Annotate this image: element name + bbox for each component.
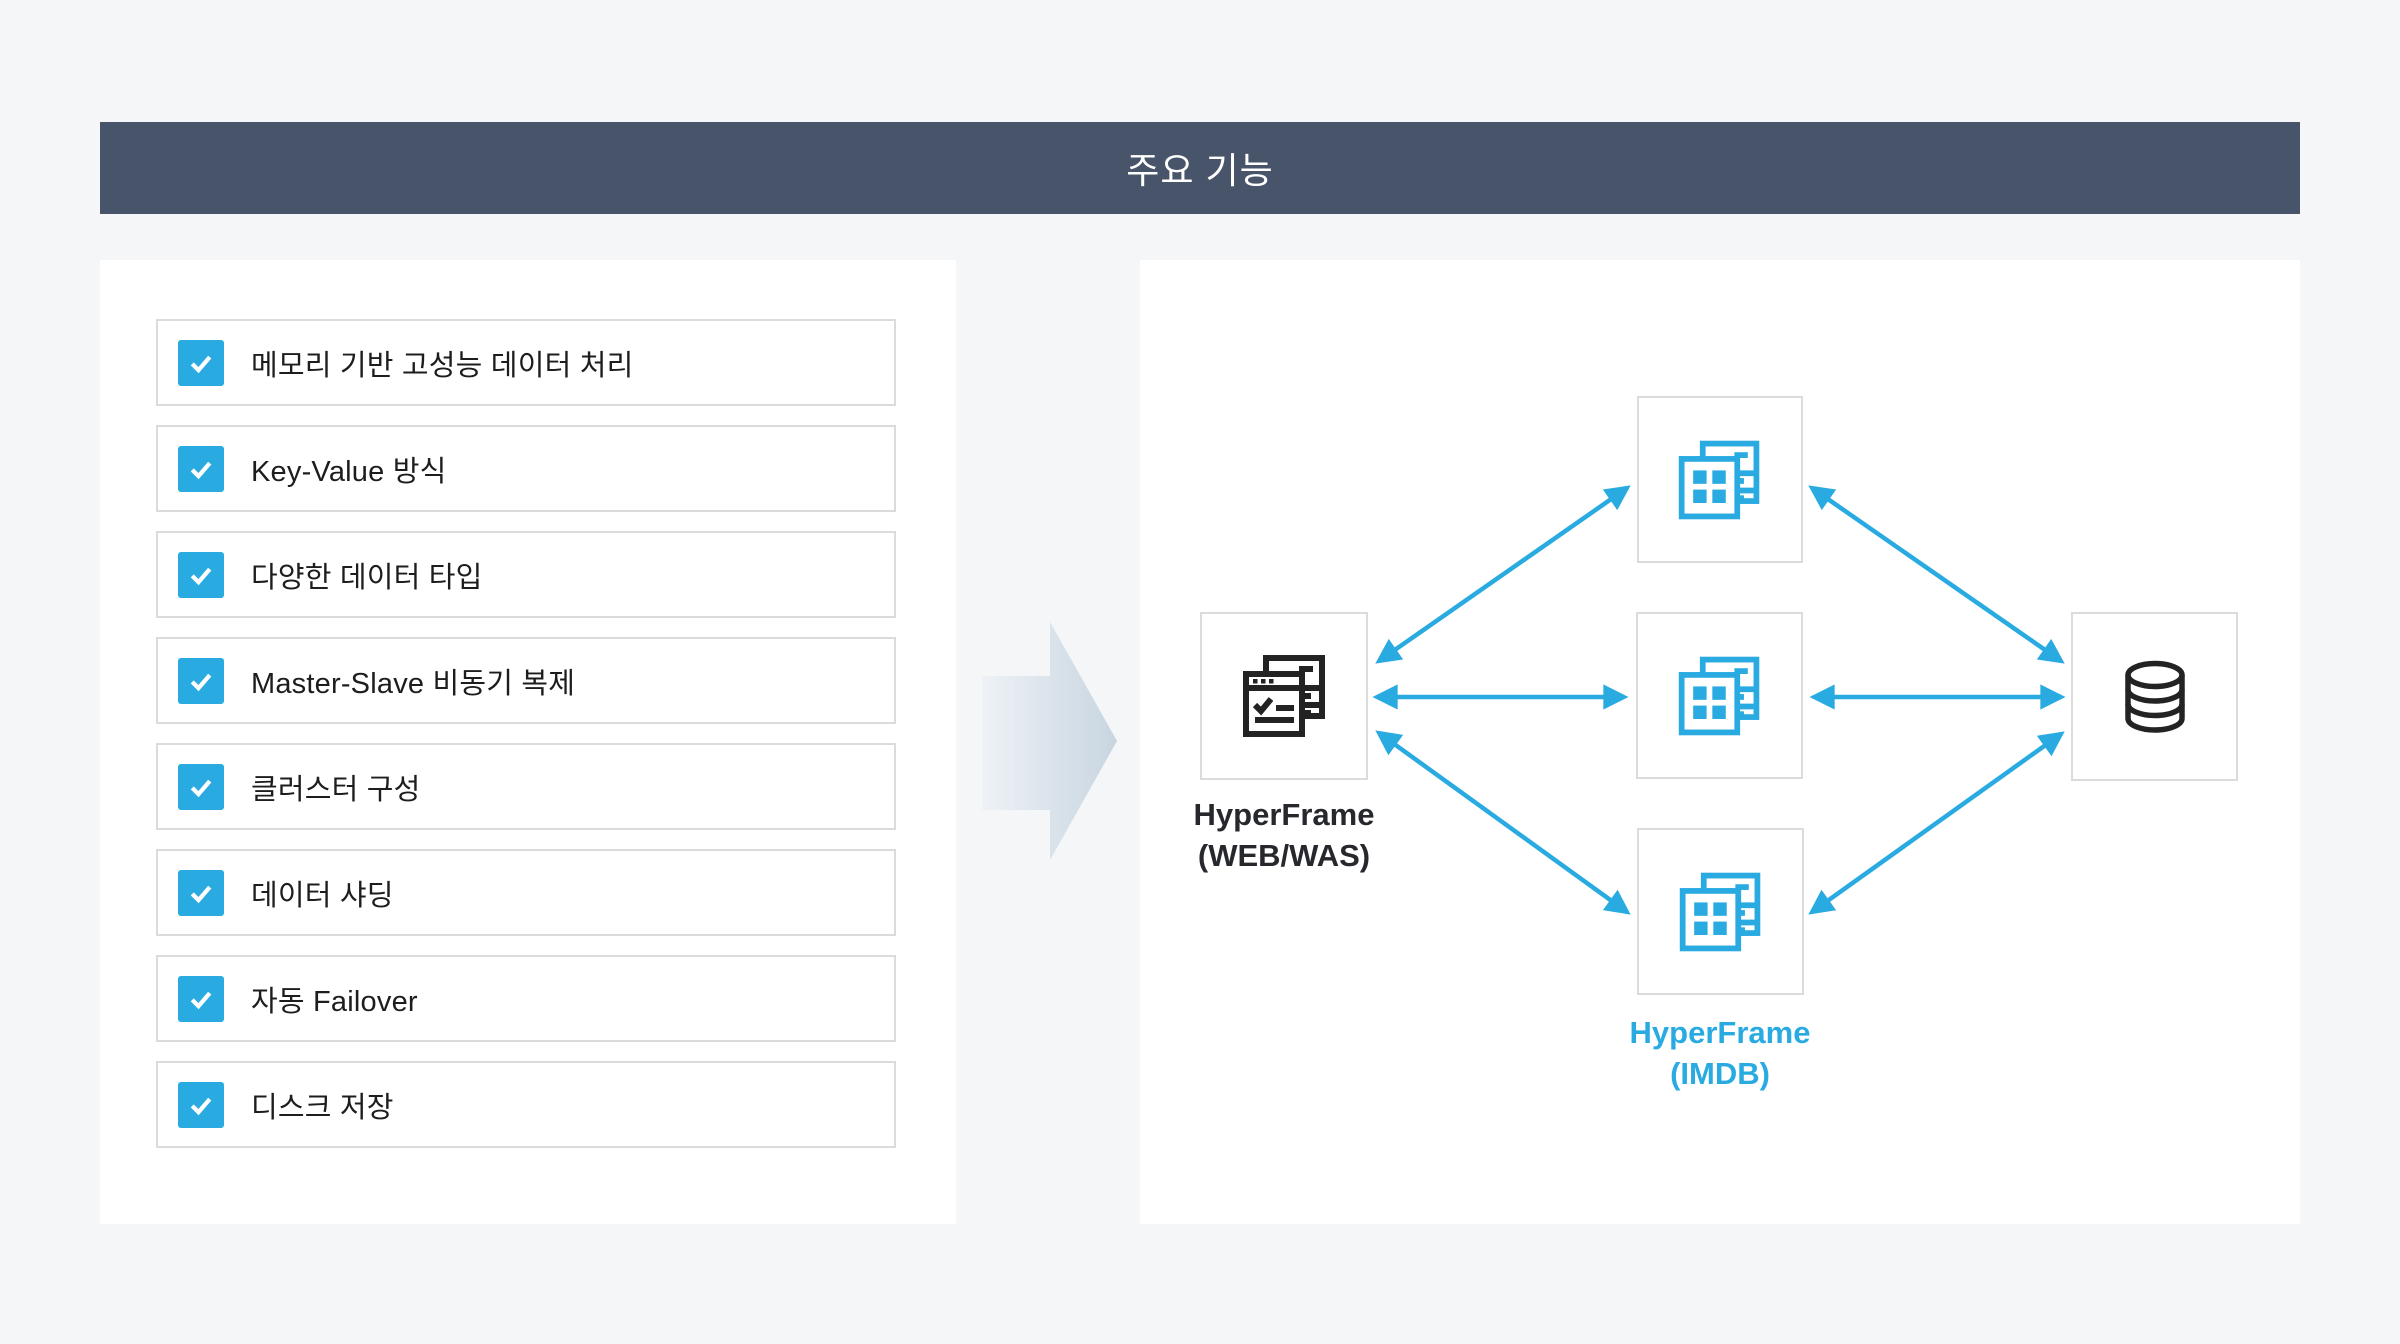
feature-item: 디스크 저장 [156,1061,896,1148]
arrow-imdb-bottom-db [1808,731,2065,915]
feature-label: 메모리 기반 고성능 데이터 처리 [251,349,634,382]
feature-label: 데이터 샤딩 [251,879,394,912]
check-icon [190,991,212,1009]
feature-item: 메모리 기반 고성능 데이터 처리 [156,319,896,406]
arrow-webwas-imdb-top [1375,485,1631,664]
diagram-panel: HyperFrame (WEB/WAS) [1140,260,2300,1224]
imdb-label-line2: (IMDB) [1670,1056,1770,1091]
checkbox-checked [178,1081,224,1128]
node-imdb-middle [1636,612,1803,779]
grid-windows-icon [1679,872,1760,951]
check-icon [190,461,212,479]
feature-list: 메모리 기반 고성능 데이터 처리 Key-Value 방식 다양한 데이터 타… [156,319,896,1148]
checkbox-checked [178,975,224,1022]
imdb-label-line1: HyperFrame [1629,1015,1811,1050]
connection-arrows [1372,485,2066,915]
transition-arrow-icon [982,622,1117,860]
checkbox-checked [178,445,224,492]
feature-label: 디스크 저장 [251,1091,394,1124]
node-imdb-bottom [1637,828,1804,995]
web-was-label: HyperFrame (WEB/WAS) [1124,794,1444,876]
check-icon [190,567,212,585]
grid-windows-icon [1678,440,1760,519]
feature-item: 다양한 데이터 타입 [156,531,896,618]
feature-item: 데이터 샤딩 [156,849,896,936]
check-icon [190,885,212,903]
feature-label: 자동 Failover [251,985,418,1018]
check-icon [190,355,212,373]
browser-windows-check-icon [1243,655,1325,737]
feature-item: Key-Value 방식 [156,425,896,512]
checkbox-checked [178,551,224,598]
feature-label: 다양한 데이터 타입 [251,561,483,594]
arrow-webwas-imdb-bottom [1375,730,1631,915]
page-title: 주요 기능 [1126,150,1274,191]
web-was-label-line2: (WEB/WAS) [1197,838,1371,873]
title-bar: 주요 기능 [100,122,2300,214]
node-database [2071,612,2238,781]
check-icon [190,779,212,797]
feature-label: Key-Value 방식 [251,455,447,488]
check-icon [190,673,212,691]
checkbox-checked [178,657,224,704]
grid-windows-icon [1678,656,1759,735]
web-was-label-line1: HyperFrame [1193,797,1375,832]
node-web-was [1200,612,1368,780]
feature-item: Master-Slave 비동기 복제 [156,637,896,724]
feature-item: 자동 Failover [156,955,896,1042]
feature-label: Master-Slave 비동기 복제 [251,667,576,700]
arrow-imdb-top-db [1808,485,2065,664]
checkbox-checked [178,763,224,810]
checkbox-checked [178,339,224,386]
node-imdb-top [1637,396,1803,563]
features-panel: 메모리 기반 고성능 데이터 처리 Key-Value 방식 다양한 데이터 타… [100,260,956,1224]
feature-item: 클러스터 구성 [156,743,896,830]
database-cylinder-icon [2124,660,2185,733]
checkbox-checked [178,869,224,916]
imdb-label: HyperFrame (IMDB) [1560,1012,1880,1094]
feature-label: 클러스터 구성 [251,773,421,806]
check-icon [190,1097,212,1115]
